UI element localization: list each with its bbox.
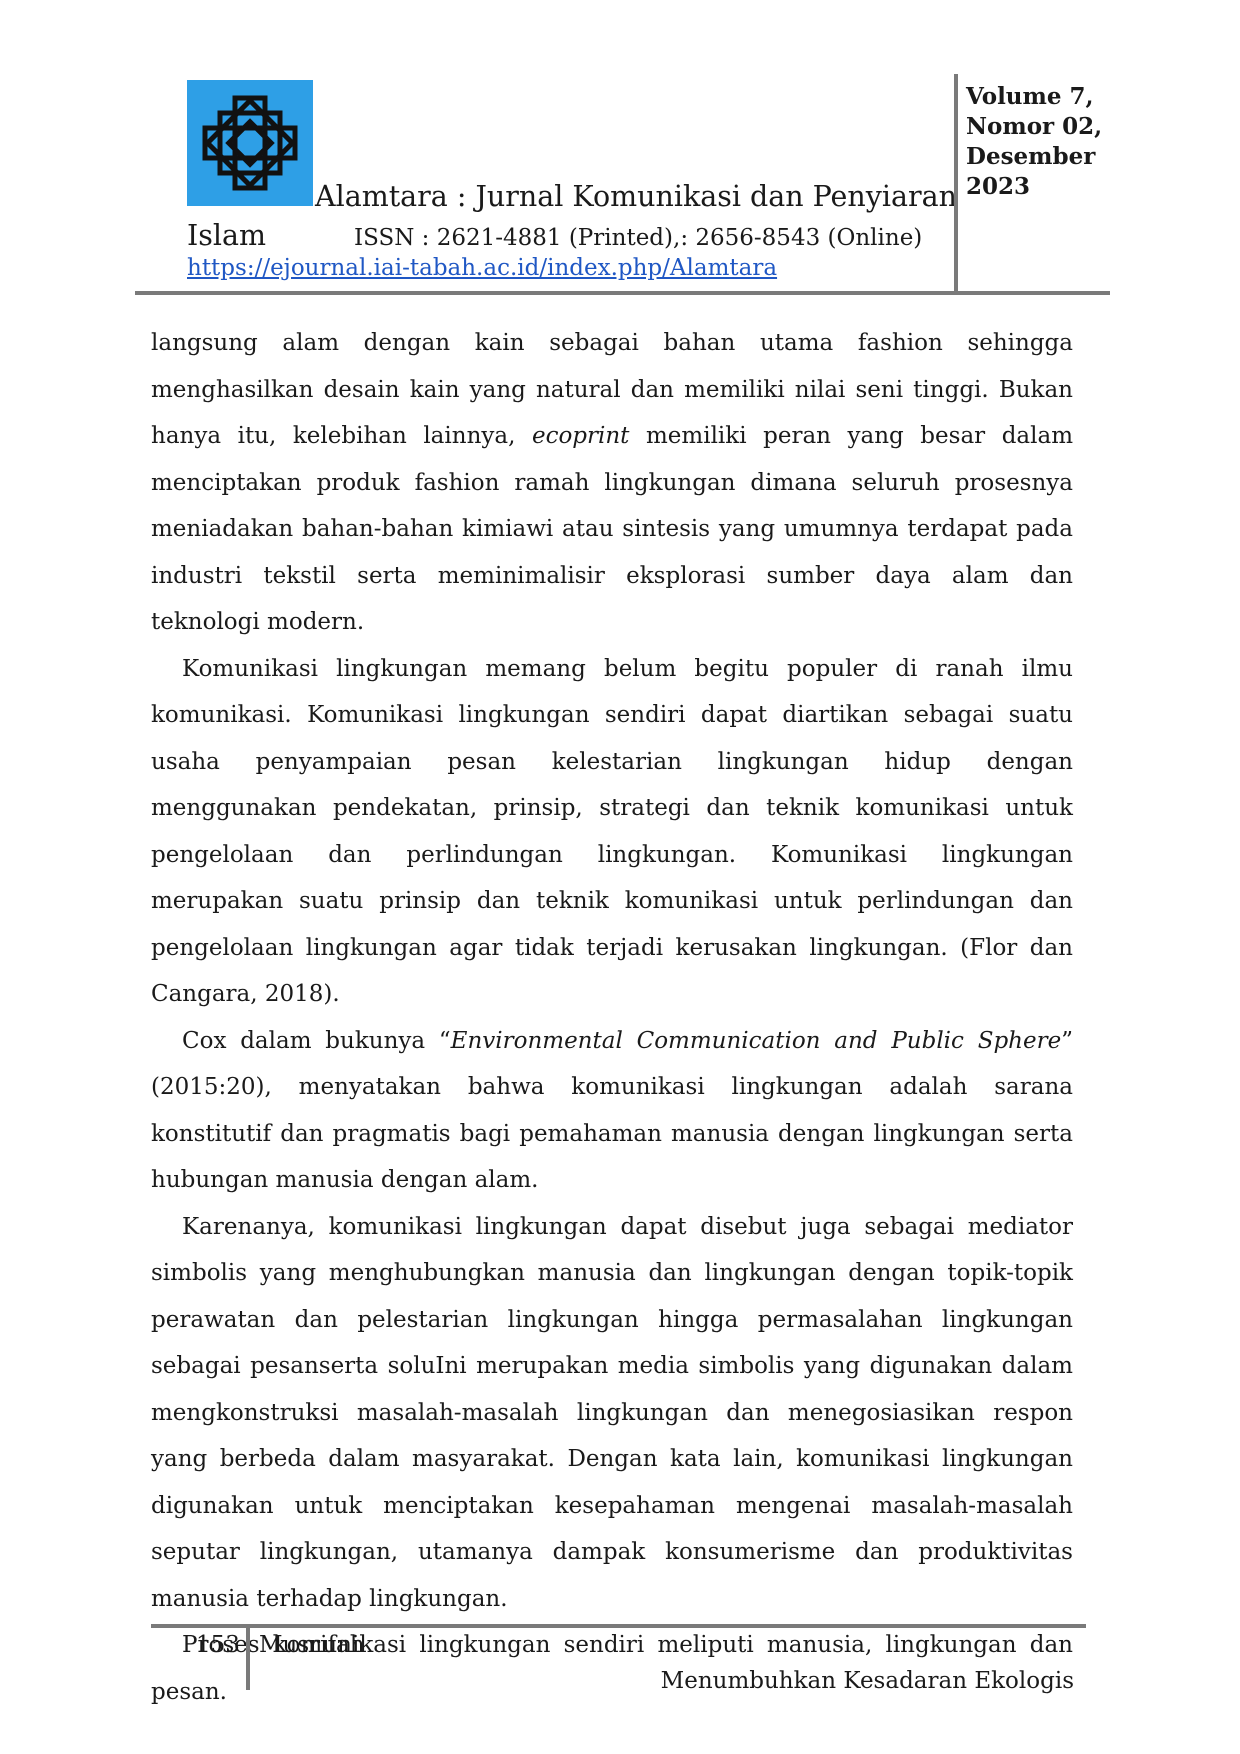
journal-url-link[interactable]: https://ejournal.iai-tabah.ac.id/index.p… bbox=[187, 255, 778, 281]
running-title: Menumbuhkan Kesadaran Ekologis bbox=[660, 1668, 1074, 1694]
emphasis-ecoprint: ecoprint bbox=[531, 423, 630, 449]
journal-logo bbox=[187, 80, 313, 206]
paragraph-2: Komunikasi lingkungan memang belum begit… bbox=[151, 655, 1073, 1008]
article-body: langsung alam dengan kain sebagai bahan … bbox=[151, 320, 1073, 1715]
footer-divider bbox=[151, 1624, 1086, 1628]
page-number: 153 bbox=[196, 1632, 240, 1658]
journal-title-continuation: Islam bbox=[187, 219, 267, 252]
issn: ISSN : 2621-4881 (Printed),: 2656-8543 (… bbox=[354, 225, 923, 251]
interlaced-octagram-icon bbox=[202, 95, 298, 191]
paragraph-3: Cox dalam bukunya “Environmental Communi… bbox=[151, 1027, 1073, 1194]
header-vertical-divider bbox=[954, 74, 958, 294]
volume-label: Volume 7, bbox=[966, 83, 1094, 110]
paragraph-4: Karenanya, komunikasi lingkungan dapat d… bbox=[151, 1213, 1073, 1612]
number-label: Nomor 02, bbox=[966, 113, 1103, 140]
paragraph-5: Proses komunikasi lingkungan sendiri mel… bbox=[151, 1632, 1073, 1705]
header-divider bbox=[135, 291, 1110, 295]
volume-info: Volume 7, Nomor 02, Desember 2023 bbox=[966, 82, 1102, 202]
journal-title: Alamtara : Jurnal Komunikasi dan Penyiar… bbox=[315, 180, 957, 213]
footer-vertical-divider bbox=[246, 1624, 250, 1690]
author-name: Musrifah bbox=[259, 1632, 365, 1658]
paragraph-1: langsung alam dengan kain sebagai bahan … bbox=[151, 330, 1074, 635]
month-label: Desember bbox=[966, 143, 1096, 170]
year-label: 2023 bbox=[966, 173, 1031, 200]
emphasis-book-title: Environmental Communication and Public S… bbox=[450, 1027, 1062, 1054]
